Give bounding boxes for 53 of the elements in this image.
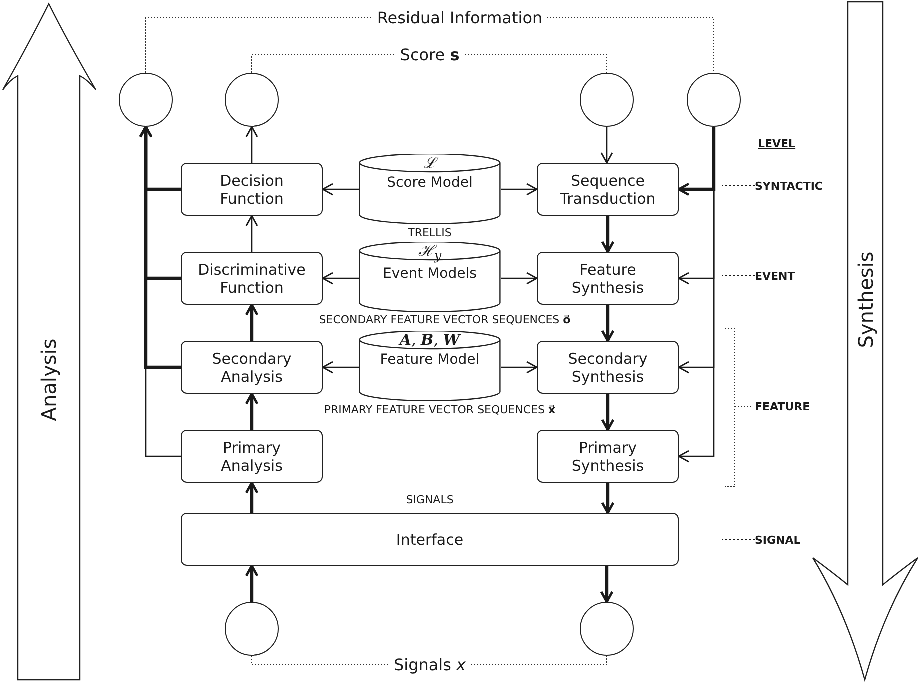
- process-box: Primary Analysis: [181, 430, 323, 483]
- level-label: FEATURE: [755, 400, 810, 414]
- arrow: [501, 183, 538, 196]
- arrow: [501, 272, 538, 285]
- math-symbol: ℒ: [424, 155, 436, 172]
- process-box: Discriminative Function: [181, 252, 323, 305]
- cylinder-label: Event Models: [383, 266, 477, 282]
- process-box: Secondary Synthesis: [537, 341, 679, 394]
- arrow: [322, 272, 359, 285]
- database-cylinder: [359, 154, 501, 224]
- arrow: [601, 305, 615, 342]
- process-box: Decision Function: [181, 163, 323, 216]
- arrow: [245, 304, 259, 341]
- circle-node: [580, 73, 634, 127]
- process-box: Feature Synthesis: [537, 252, 679, 305]
- cylinder-label: Score Model: [387, 176, 473, 191]
- cylinder-label: Feature Model: [380, 352, 480, 368]
- arrow: [678, 127, 715, 463]
- arrow: [322, 183, 359, 196]
- arrow: [322, 361, 359, 374]
- circle-node: [580, 602, 634, 656]
- arrow: [601, 483, 615, 514]
- database-cylinder: [359, 331, 501, 401]
- arrow: [600, 127, 614, 164]
- arrow: [139, 126, 181, 370]
- bracket-label: Signals x: [390, 656, 470, 674]
- arrow: [501, 361, 538, 374]
- axis-label: Synthesis: [854, 250, 878, 350]
- circle-node: [119, 73, 173, 127]
- arrow: [601, 216, 615, 254]
- level-label: SIGNAL: [755, 533, 835, 547]
- arrow: [245, 482, 259, 513]
- arrow: [246, 126, 258, 163]
- arrow: [601, 394, 615, 432]
- math-symbol: ℋ$_{y}$: [418, 243, 442, 263]
- arrow: [245, 564, 259, 602]
- arrow: [245, 392, 259, 430]
- axis-label: Analysis: [37, 338, 61, 424]
- arrow: [600, 566, 614, 604]
- circle-node: [225, 73, 279, 127]
- process-box: Interface: [181, 513, 679, 566]
- circle-node: [687, 73, 741, 127]
- arrow: [246, 215, 258, 252]
- math-symbol: A, B, W: [400, 332, 460, 348]
- database-cylinder: [359, 242, 501, 312]
- level-label: EVENT: [755, 269, 835, 283]
- process-box: Sequence Transduction: [537, 163, 679, 216]
- level-label: SYNTACTIC: [755, 179, 835, 193]
- process-box: Primary Synthesis: [537, 430, 679, 483]
- circle-node: [225, 602, 279, 656]
- arrow: [678, 127, 716, 196]
- column-heading: LEVEL: [758, 138, 796, 150]
- process-box: Secondary Analysis: [181, 341, 323, 394]
